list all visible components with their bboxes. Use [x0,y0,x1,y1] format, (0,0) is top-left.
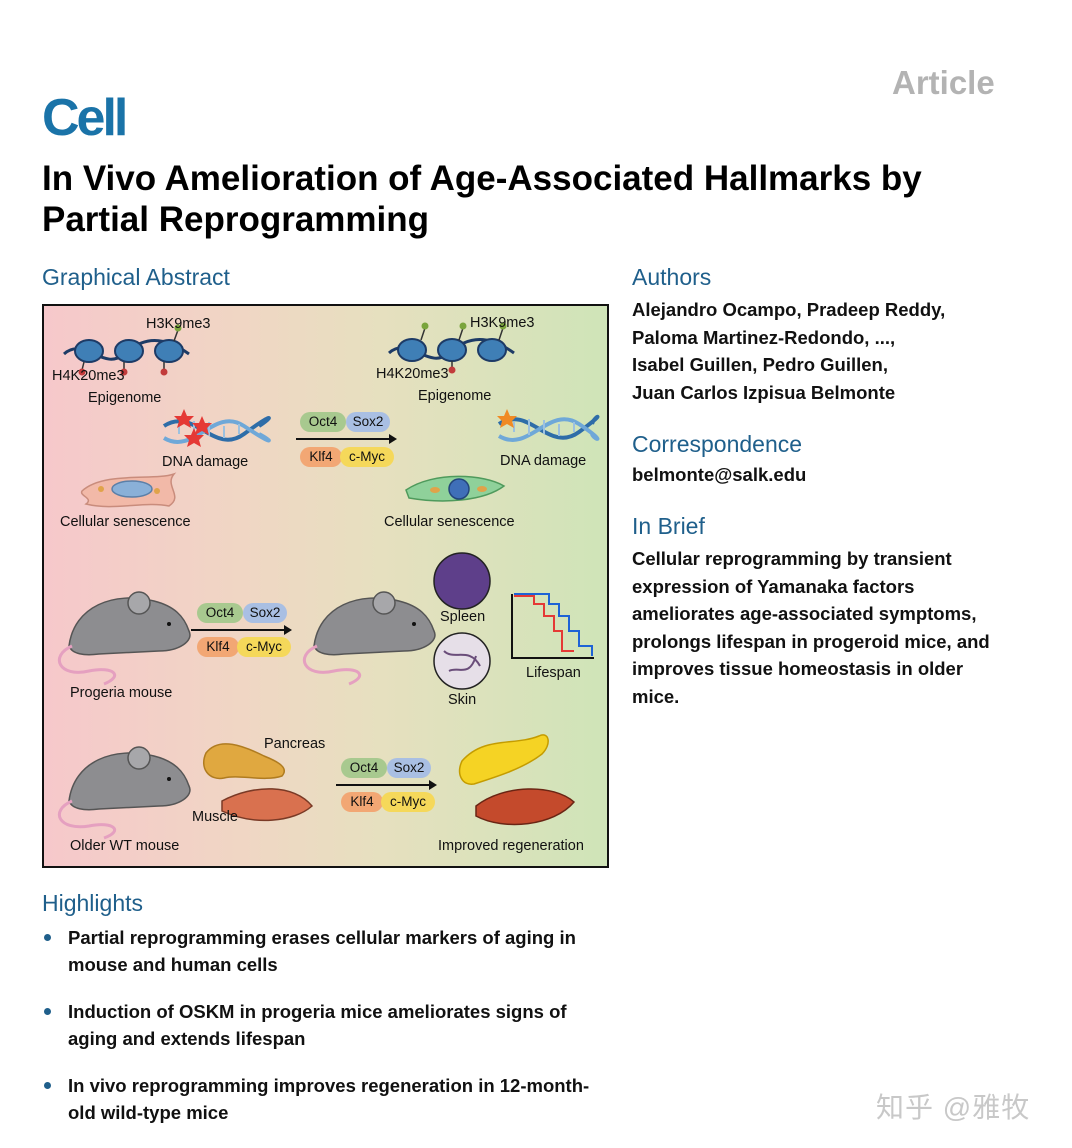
authors-heading: Authors [632,264,712,290]
h4k20me3-label-left: H4K20me3 [52,368,125,384]
author-line: Isabel Guillen, Pedro Guillen, [632,354,888,375]
highlight-item: In vivo reprogramming improves regenerat… [42,1072,612,1126]
factor-oct4-pill: Oct4 [197,603,243,623]
muscle-icon [221,788,314,822]
highlight-item: Partial reprogramming erases cellular ma… [42,924,612,978]
h4k20me3-label-right: H4K20me3 [376,366,449,382]
nucleosome-chain-left-icon [62,324,190,376]
correspondence-email[interactable]: belmonte@salk.edu [632,464,807,485]
dna-damage-label-right: DNA damage [500,453,587,469]
factor-klf4-pill: Klf4 [197,637,239,657]
spleen-label: Spleen [440,609,486,625]
lifespan-label: Lifespan [526,665,581,681]
factor-cmyc-pill: c-Myc [237,637,291,657]
epigenome-label-right: Epigenome [418,388,492,404]
spleen-histology-icon [433,552,491,610]
in-brief-line: prolongs lifespan in progeroid mice, and [632,630,990,652]
senescence-label-left: Cellular senescence [60,514,191,530]
in-brief-line: improves tissue homeostasis in older [632,658,964,679]
in-brief-heading: In Brief [632,513,705,539]
graphical-abstract-figure: H3K9me3 H4K20me3 Epigenome DNA damage Ce… [42,304,609,868]
progeria-mouse-label: Progeria mouse [70,685,173,701]
graphical-abstract-heading: Graphical Abstract [42,264,230,290]
author-line: Paloma Martinez-Redondo, ..., [632,326,896,348]
healthy-cell-icon [405,475,506,502]
paper-title: In Vivo Amelioration of Age-Associated H… [42,159,922,239]
epigenome-label-left: Epigenome [88,390,162,406]
factor-klf4-pill: Klf4 [341,792,383,812]
skin-label: Skin [448,692,477,708]
h3k9me3-label-right: H3K9me3 [470,315,535,331]
older-wt-mouse-icon [58,746,191,840]
older-wt-mouse-label: Older WT mouse [70,838,180,854]
muscle-label: Muscle [192,809,238,825]
journal-logo: Cell [42,89,128,147]
in-brief-text: Cellular reprogramming by transient expr… [632,545,1052,710]
senescence-label-right: Cellular senescence [384,514,515,530]
lifespan-curve-icon [511,593,594,659]
skin-histology-icon [433,632,491,690]
highlights-heading: Highlights [42,890,143,916]
factor-oct4-pill: Oct4 [300,412,346,432]
in-brief-line: expression of Yamanaka factors [632,575,915,597]
highlights-list: Partial reprogramming erases cellular ma… [42,924,612,1126]
treated-mouse-icon [303,591,436,686]
dna-helix-healthy-icon [497,409,600,442]
watermark: 知乎 @雅牧 [876,1092,1031,1123]
author-line: Juan Carlos Izpisua Belmonte [632,381,896,403]
correspondence-heading: Correspondence [632,431,803,457]
factor-oct4-pill: Oct4 [341,758,387,778]
factor-sox2-pill: Sox2 [243,603,287,623]
factor-sox2-pill: Sox2 [346,412,390,432]
regenerated-pancreas-icon [458,734,549,785]
in-brief-line: Cellular reprogramming by transient [632,548,952,569]
pancreas-label: Pancreas [264,736,326,752]
graphical-abstract-illustration [58,322,600,840]
author-line: Alejandro Ocampo, Pradeep Reddy, [632,299,946,320]
senescent-cell-icon [80,472,177,508]
nucleosome-chain-right-icon [387,322,515,374]
pancreas-icon [203,743,285,780]
in-brief-line: ameliorates age-associated symptoms, [632,603,977,624]
regenerated-muscle-icon [475,788,576,826]
in-brief-line: mice. [632,685,680,707]
author-list: Alejandro Ocampo, Pradeep Reddy, Paloma … [632,296,1052,406]
dna-damage-label-left: DNA damage [162,454,249,470]
factor-klf4-pill: Klf4 [300,447,342,467]
dna-helix-damaged-icon [162,409,271,447]
article-type-label: Article [892,64,995,101]
factor-cmyc-pill: c-Myc [340,447,394,467]
progeria-mouse-icon [58,591,191,686]
factor-cmyc-pill: c-Myc [381,792,435,812]
improved-regeneration-label: Improved regeneration [438,838,584,854]
highlight-item: Induction of OSKM in progeria mice ameli… [42,998,612,1052]
factor-sox2-pill: Sox2 [387,758,431,778]
h3k9me3-label-left: H3K9me3 [146,316,211,332]
